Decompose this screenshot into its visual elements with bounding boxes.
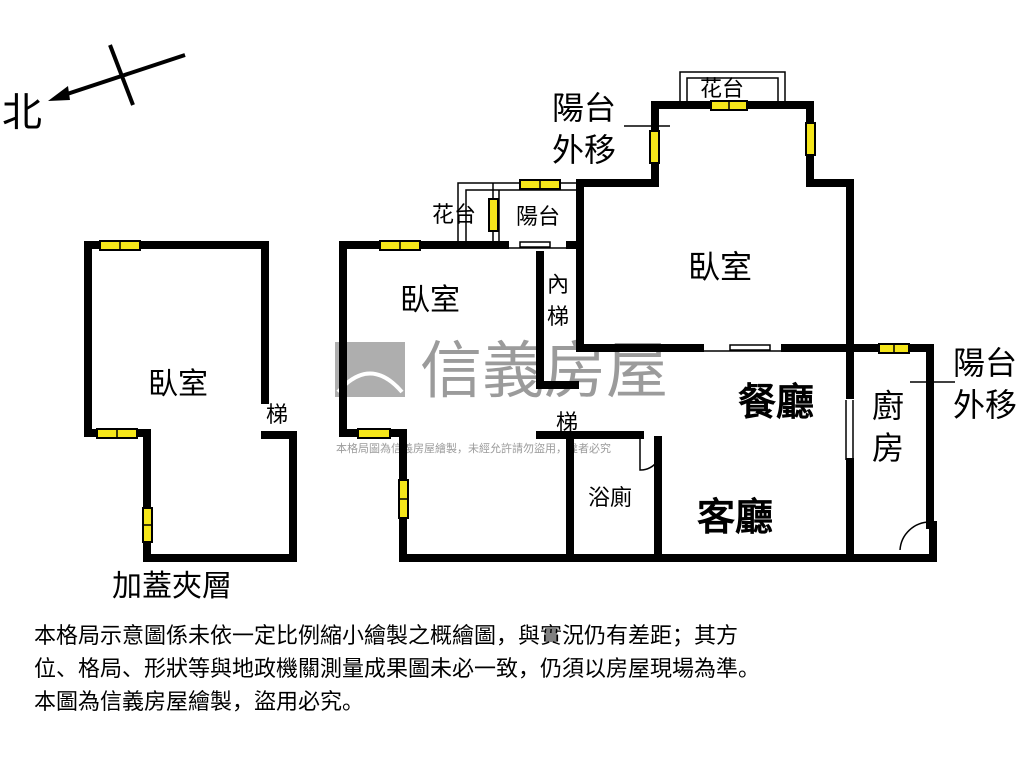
- dining-room-label: 餐廳: [738, 380, 814, 424]
- mezzanine-plan: [84, 240, 297, 562]
- inner-stairs-label: 梯: [547, 305, 569, 330]
- disclaimer: 本格局示意圖係未依一定比例縮小繪製之概繪圖，與實況仍有差距；其方 位、格局、形狀…: [34, 620, 760, 719]
- mezzanine-bedroom-label: 臥室: [148, 367, 208, 402]
- living-room-label: 客廳: [697, 495, 773, 539]
- kitchen-label: 廚: [872, 387, 904, 425]
- planter-label: 花台: [432, 203, 476, 228]
- balcony-moved-label: 陽台: [552, 89, 616, 127]
- balcony-moved-label: 陽台: [953, 344, 1017, 382]
- door-swing-icon: [899, 521, 931, 551]
- mezzanine-stairs-label: 梯: [266, 403, 288, 428]
- main-floor-plan: [339, 71, 955, 562]
- bedroom-label: 臥室: [400, 283, 460, 318]
- disclaimer-line: 本圖為信義房屋繪製，盜用必究。: [34, 690, 365, 715]
- kitchen-label: 房: [872, 429, 904, 467]
- balcony-moved-label: 外移: [552, 131, 616, 169]
- door-swing-icon: [639, 435, 662, 471]
- disclaimer-line: 本格局示意圖係未依一定比例縮小繪製之概繪圖，與實況仍有差距；其方: [34, 624, 739, 649]
- mezzanine-title: 加蓋夾層: [112, 569, 232, 604]
- bathroom-label: 浴廁: [588, 486, 632, 511]
- stairs-label: 梯: [556, 411, 578, 436]
- inner-stairs-label: 內: [547, 273, 569, 298]
- balcony-moved-label: 外移: [953, 386, 1017, 424]
- balcony-label: 陽台: [516, 205, 560, 230]
- north-compass-icon: [48, 44, 186, 106]
- disclaimer-line: 位、格局、形狀等與地政機關測量成果圖未必一致，仍須以房屋現場為準。: [34, 657, 761, 682]
- planter-label: 花台: [700, 77, 744, 102]
- bedroom-label: 臥室: [688, 248, 752, 286]
- north-label: 北: [2, 90, 42, 136]
